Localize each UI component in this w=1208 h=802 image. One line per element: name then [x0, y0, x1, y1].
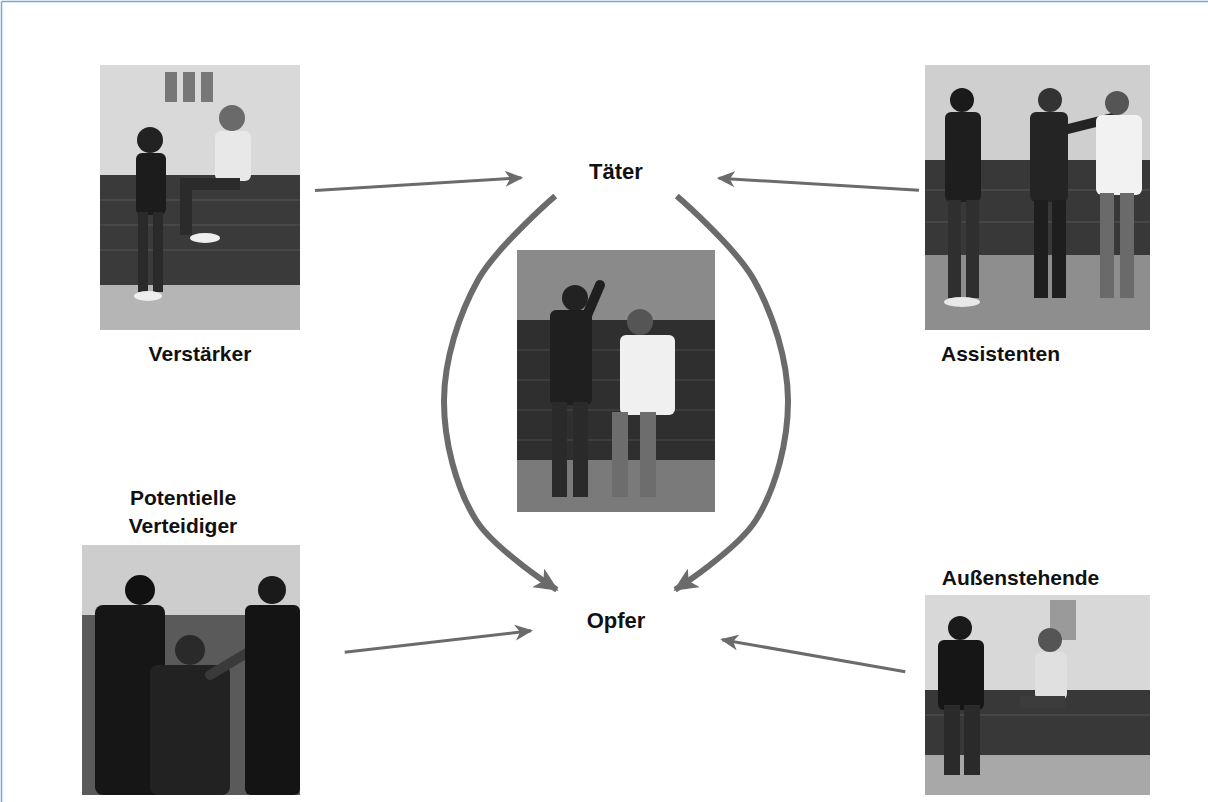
- photo: [925, 595, 1150, 795]
- photo-detail: [153, 212, 163, 292]
- photo-detail: [82, 545, 300, 795]
- frame-border-detail: [2, 1, 1208, 3]
- photo-detail: [258, 576, 286, 604]
- photo-detail: [966, 200, 979, 298]
- photo-detail: [640, 412, 656, 497]
- photo-detail: [925, 595, 1150, 795]
- role-caption: Außenstehende: [942, 564, 1100, 591]
- photo-detail: [183, 72, 195, 102]
- photo-detail: [100, 65, 300, 175]
- photo-detail: [517, 410, 715, 411]
- photo-detail: [627, 309, 653, 335]
- photo-frame: Verstärker: [100, 65, 300, 330]
- photo-detail: [517, 350, 715, 351]
- role-caption: Verstärker: [149, 340, 252, 367]
- photo-detail: [82, 545, 300, 615]
- photo-detail: [945, 112, 981, 202]
- connector-arrow: [675, 196, 788, 590]
- photo-detail: [517, 380, 715, 381]
- photo-frame: Potentielle Verteidiger: [82, 545, 300, 795]
- photo-detail: [517, 250, 715, 320]
- photo-detail: [620, 335, 675, 415]
- role-label: Täter: [589, 158, 643, 187]
- role-caption: Assistenten: [941, 340, 1060, 367]
- photo-detail: [245, 605, 300, 795]
- photo-detail: [948, 200, 961, 298]
- photo-detail: [180, 185, 192, 235]
- photo-detail: [100, 175, 300, 285]
- photo-detail: [1096, 115, 1142, 195]
- photo-detail: [138, 212, 148, 292]
- photo-detail: [925, 65, 1150, 330]
- photo-detail: [1038, 628, 1062, 652]
- photo-detail: [938, 640, 984, 710]
- photo-detail: [125, 575, 155, 605]
- photo-detail: [136, 153, 166, 215]
- photo-detail: [1038, 88, 1062, 112]
- connector-arrow: [345, 631, 531, 652]
- photo-detail: [964, 705, 980, 775]
- photo-detail: [1035, 652, 1067, 700]
- photo-detail: [1034, 200, 1048, 298]
- connector-arrow: [315, 178, 521, 191]
- photo: [925, 65, 1150, 330]
- photo-detail: [585, 285, 600, 320]
- photo-detail: [100, 285, 300, 330]
- photo-detail: [219, 105, 245, 131]
- photo-detail: [552, 402, 567, 497]
- photo-detail: [1120, 193, 1134, 298]
- photo-detail: [150, 665, 230, 795]
- role-label: Opfer: [587, 607, 646, 636]
- role-caption: Potentielle Verteidiger: [98, 484, 268, 539]
- photo: [82, 545, 300, 795]
- photo-detail: [517, 250, 715, 512]
- role-node: Täter: [583, 155, 649, 190]
- photo-detail: [100, 225, 300, 226]
- photo-detail: [100, 200, 300, 201]
- photo-frame: Assistenten: [925, 65, 1150, 330]
- photo-detail: [573, 402, 588, 497]
- photo: [517, 250, 715, 512]
- connector-arrow: [444, 196, 557, 590]
- photo-detail: [1052, 200, 1066, 298]
- photo-detail: [1105, 91, 1129, 115]
- photo-detail: [100, 65, 300, 330]
- photo-detail: [137, 127, 163, 153]
- photo-detail: [100, 250, 300, 251]
- photo-detail: [134, 291, 162, 301]
- frame-border-detail: [1, 2, 3, 802]
- photo-detail: [562, 285, 588, 311]
- photo-detail: [1100, 193, 1114, 298]
- photo-detail: [201, 72, 213, 102]
- connector-arrow: [722, 640, 905, 672]
- role-node: Opfer: [581, 604, 652, 639]
- connector-arrow: [719, 178, 919, 190]
- photo-detail: [948, 616, 972, 640]
- photo-detail: [215, 131, 251, 181]
- photo: [100, 65, 300, 330]
- photo-detail: [190, 233, 220, 243]
- photo-detail: [950, 88, 974, 112]
- photo-detail: [165, 72, 177, 102]
- photo-detail: [944, 705, 960, 775]
- photo-detail: [944, 297, 980, 307]
- photo-frame: Außenstehende: [925, 595, 1150, 795]
- photo-detail: [612, 412, 628, 497]
- photo-detail: [1020, 696, 1065, 708]
- photo-detail: [175, 635, 205, 665]
